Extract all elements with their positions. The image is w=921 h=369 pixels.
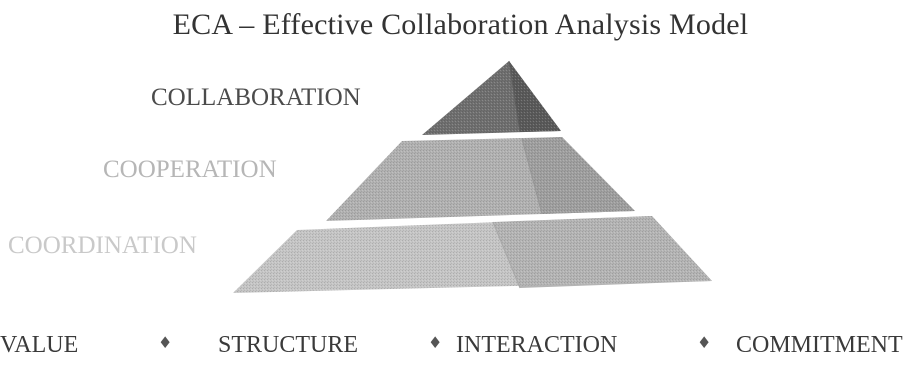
diagram-title: ECA – Effective Collaboration Analysis M… (172, 8, 749, 41)
separator-icon: ♦ (697, 333, 712, 352)
separator-icon: ♦ (158, 333, 173, 352)
pillar-commitment: COMMITMENT (736, 332, 903, 358)
separator-icon: ♦ (428, 333, 443, 352)
tier-cooperation-shape (326, 137, 635, 221)
tier-label-collaboration: COLLABORATION (151, 84, 361, 111)
tier-label-cooperation: COOPERATION (103, 156, 277, 183)
tier-collaboration-shape (422, 60, 561, 135)
tier-coordination-shape (233, 216, 712, 293)
tier-label-coordination: COORDINATION (8, 232, 197, 259)
pillar-structure: STRUCTURE (218, 332, 359, 358)
pillar-value: VALUE (0, 332, 79, 358)
pillar-interaction: INTERACTION (456, 332, 618, 358)
